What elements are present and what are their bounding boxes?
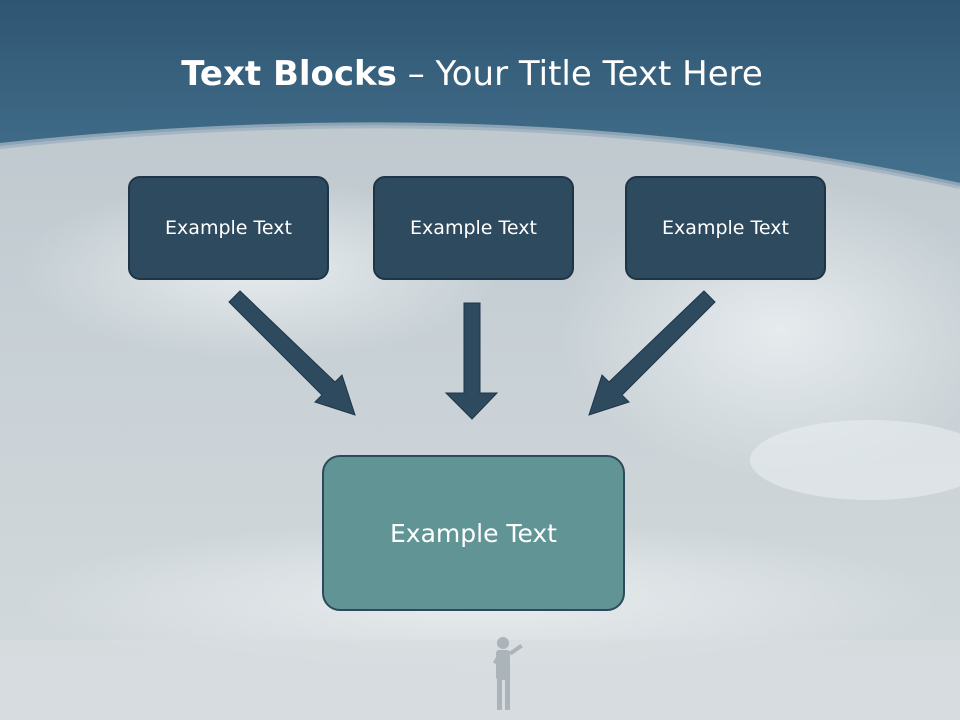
result-block[interactable]: Example Text: [322, 455, 625, 611]
wave-crest: [750, 420, 960, 500]
shore-area: [0, 640, 960, 720]
header-band: [0, 0, 960, 186]
slide-title: Text Blocks – Your Title Text Here: [0, 52, 944, 96]
text-block-3[interactable]: Example Text: [625, 176, 826, 280]
text-block-label: Example Text: [410, 217, 537, 239]
text-block-label: Example Text: [165, 217, 292, 239]
title-rest-text: – Your Title Text Here: [396, 54, 763, 94]
person-silhouette: [492, 637, 523, 710]
text-block-2[interactable]: Example Text: [373, 176, 574, 280]
header-curve-edge: [0, 122, 960, 189]
text-block-1[interactable]: Example Text: [128, 176, 329, 280]
result-block-label: Example Text: [390, 518, 557, 548]
title-bold-text: Text Blocks: [181, 54, 397, 94]
text-block-label: Example Text: [662, 217, 789, 239]
